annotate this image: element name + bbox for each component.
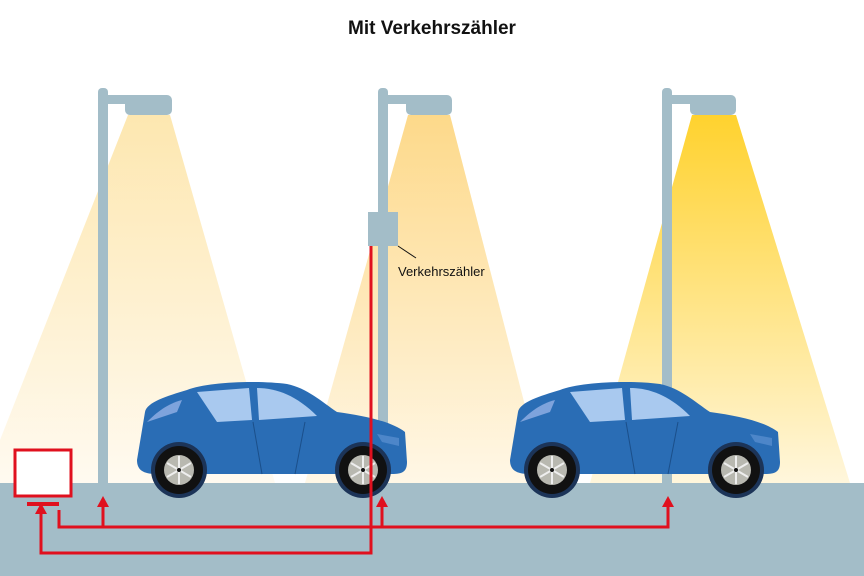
street-lamp-1: [98, 88, 172, 488]
traffic-counter-sensor: [368, 212, 398, 246]
sensor-label: Verkehrszähler: [398, 264, 485, 279]
road: [0, 483, 864, 576]
diagram-title: Mit Verkehrszähler: [348, 18, 516, 39]
sensor-data-line: [39, 246, 373, 555]
control-line: [57, 505, 670, 529]
control-monitor-icon: [13, 448, 73, 506]
street-lamp-2: [378, 88, 452, 488]
arrow-icons: [35, 496, 674, 514]
light-beam-2: [305, 115, 545, 483]
sensor-label-leader: [397, 245, 417, 259]
wiring: [39, 246, 670, 555]
